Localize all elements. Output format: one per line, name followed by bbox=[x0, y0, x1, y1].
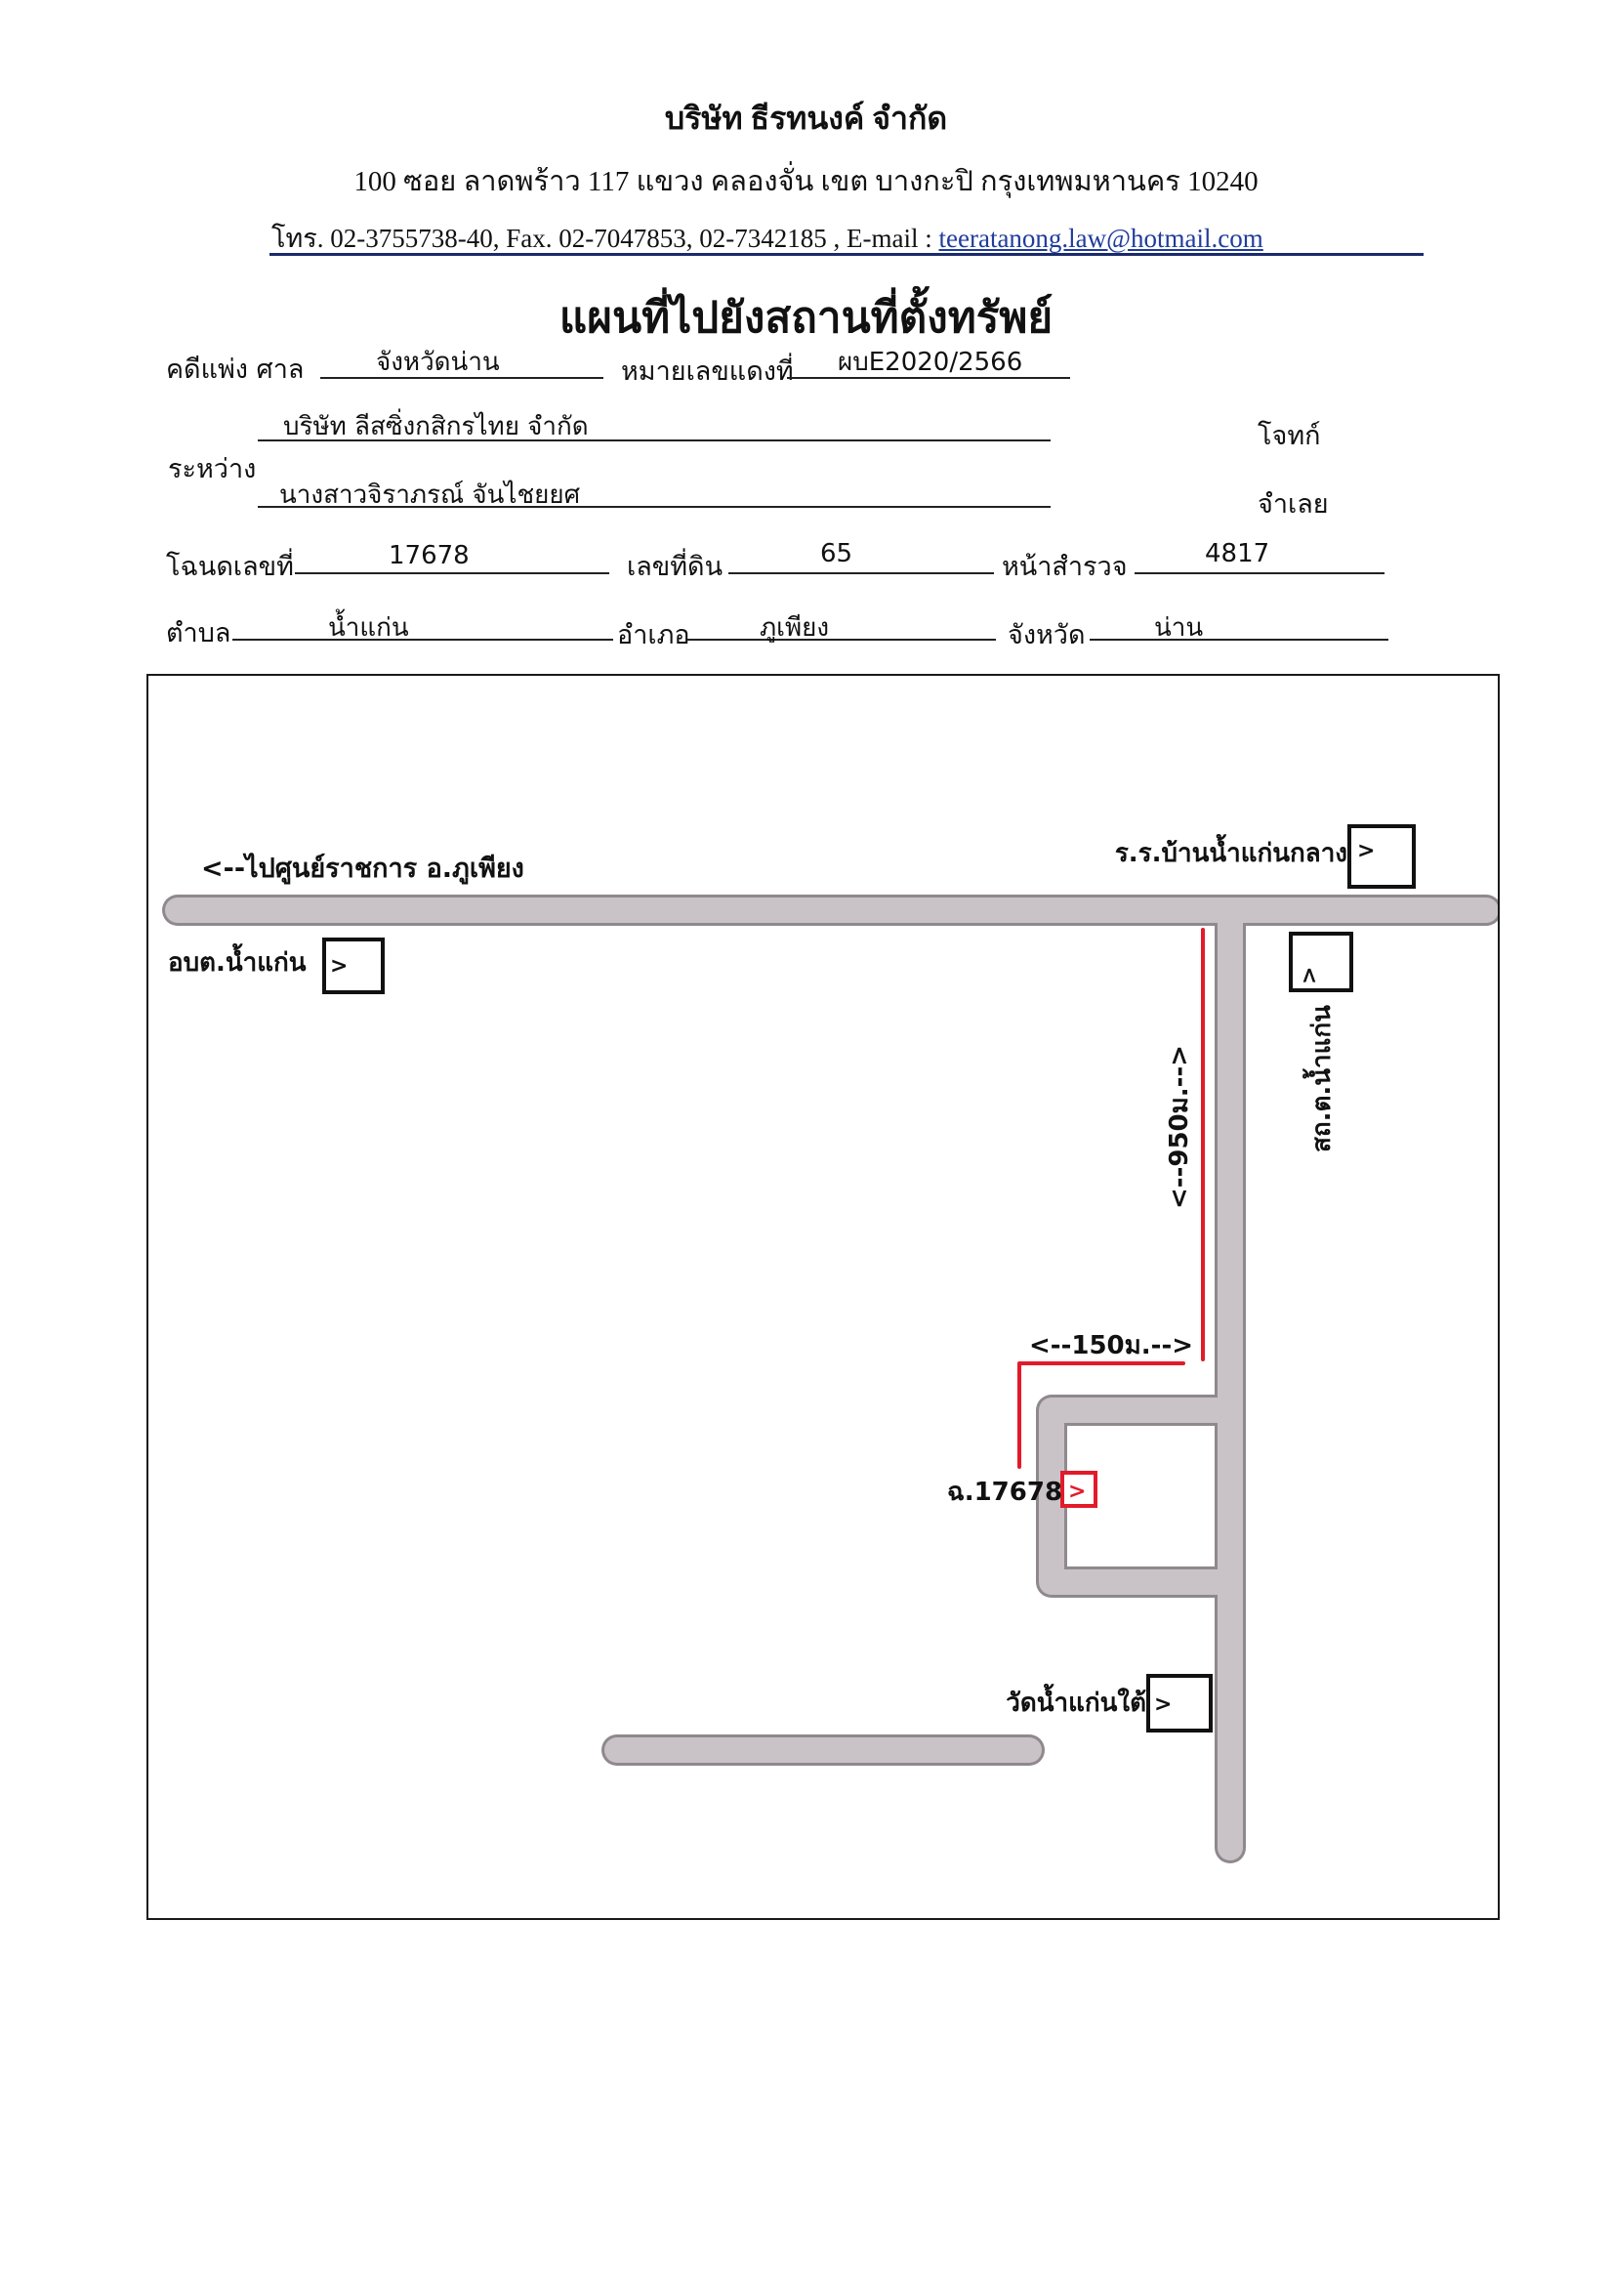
court-line bbox=[320, 377, 603, 379]
health-station-label: สถ.ต.น้ำแก่น bbox=[1302, 1005, 1337, 1152]
location-map: <--ไปศูนย์ราชการ อ.ภูเพียง ร.ร.บ้านน้ำแก… bbox=[162, 824, 1502, 1863]
loop-road bbox=[1039, 1398, 1230, 1595]
land-no-line bbox=[728, 572, 994, 574]
plaintiff-line bbox=[258, 439, 1051, 441]
subdistrict-label: ตำบล bbox=[166, 618, 231, 648]
defendant-value: นางสาวจิราภรณ์ จันไชยยศ bbox=[279, 480, 581, 510]
land-no-label: เลขที่ดิน bbox=[627, 552, 723, 582]
defendant-line bbox=[258, 506, 1051, 508]
red-no-line bbox=[787, 377, 1070, 379]
deed-line bbox=[295, 572, 609, 574]
company-name: บริษัท ธีรทนงค์ จำกัด bbox=[664, 101, 948, 136]
between-label: ระหว่าง bbox=[168, 454, 257, 484]
deed-value: 17678 bbox=[389, 541, 470, 570]
school-arrow-icon: > bbox=[1357, 839, 1375, 863]
government-center-label: <--ไปศูนย์ราชการ อ.ภูเพียง bbox=[201, 853, 524, 885]
sao-office-marker bbox=[322, 938, 385, 994]
parcel-arrow-icon: > bbox=[1068, 1480, 1086, 1504]
temple-label: วัดน้ำแก่นใต้ bbox=[1006, 1683, 1146, 1718]
distance-150-label: <--150ม.--> bbox=[1029, 1331, 1193, 1360]
district-line bbox=[687, 639, 996, 641]
health-station-arrow-icon: > bbox=[1298, 967, 1322, 984]
survey-line bbox=[1135, 572, 1385, 574]
parcel-marker bbox=[1060, 1471, 1097, 1508]
parcel-label: ฉ.17678 bbox=[947, 1478, 1062, 1507]
red-no-label: หมายเลขแดงที่ bbox=[621, 356, 794, 387]
route-line bbox=[1017, 928, 1205, 1469]
plaintiff-value: บริษัท ลีสซิ่งกสิกรไทย จำกัด bbox=[283, 412, 589, 441]
roads bbox=[165, 898, 1499, 1860]
district-value: ภูเพียง bbox=[760, 613, 830, 643]
deed-label: โฉนดเลขที่ bbox=[166, 552, 294, 582]
map-frame: <--ไปศูนย์ราชการ อ.ภูเพียง ร.ร.บ้านน้ำแก… bbox=[146, 674, 1502, 1920]
case-label: คดีแพ่ง ศาล bbox=[166, 355, 305, 385]
subdistrict-value: น้ำแก่น bbox=[328, 613, 409, 643]
sao-arrow-icon: > bbox=[330, 954, 348, 979]
distance-950-label: <--950ม.--> bbox=[1165, 1045, 1194, 1209]
province-value: น่าน bbox=[1154, 613, 1204, 643]
province-line bbox=[1090, 639, 1388, 641]
page-title: แผนที่ไปยังสถานที่ตั้งทรัพย์ bbox=[558, 294, 1054, 342]
plaintiff-label: โจทก์ bbox=[1258, 421, 1321, 451]
header-rule bbox=[269, 253, 1424, 256]
subdistrict-line bbox=[232, 639, 613, 641]
red-no-value: ผบE2020/2566 bbox=[838, 348, 1023, 377]
survey-value: 4817 bbox=[1205, 539, 1270, 568]
contact-phone-fax: โทร. 02-3755738-40, Fax. 02-7047853, 02-… bbox=[271, 224, 939, 253]
defendant-label: จำเลย bbox=[1258, 489, 1329, 520]
road-outlines bbox=[162, 895, 1502, 1863]
temple-marker bbox=[1146, 1674, 1213, 1732]
land-no-value: 65 bbox=[820, 539, 853, 568]
company-address: 100 ซอย ลาดพร้าว 117 แขวง คลองจั่น เขต บ… bbox=[353, 166, 1259, 197]
district-label: อำเภอ bbox=[617, 620, 690, 650]
sao-office-label: อบต.น้ำแก่น bbox=[168, 942, 307, 978]
company-contact: โทร. 02-3755738-40, Fax. 02-7047853, 02-… bbox=[271, 217, 1263, 259]
court-value: จังหวัดน่าน bbox=[376, 348, 500, 377]
school-label: ร.ร.บ้านน้ำแก่นกลาง bbox=[1115, 833, 1347, 868]
school-marker bbox=[1347, 824, 1416, 889]
temple-arrow-icon: > bbox=[1154, 1692, 1172, 1717]
survey-label: หน้าสำรวจ bbox=[1002, 552, 1128, 582]
province-label: จังหวัด bbox=[1008, 620, 1086, 650]
email-link[interactable]: teeratanong.law@hotmail.com bbox=[938, 224, 1263, 253]
health-station-marker bbox=[1289, 932, 1353, 992]
